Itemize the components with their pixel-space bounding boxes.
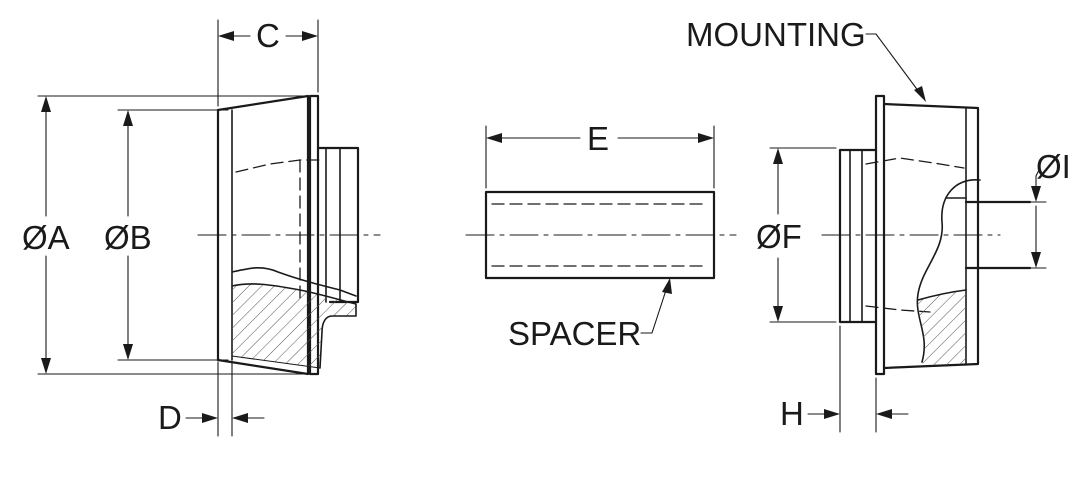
label-dim-e: E: [587, 120, 609, 157]
dimension-d: [185, 361, 265, 437]
label-dim-c: C: [256, 17, 280, 54]
dimension-h: [807, 325, 909, 433]
label-dim-b: ØB: [104, 219, 152, 256]
spacer-leader: [640, 278, 672, 334]
mounting-leader: [865, 33, 926, 102]
dimension-a: [41, 96, 51, 374]
spacer-part: [465, 190, 737, 280]
label-mounting: MOUNTING: [686, 16, 866, 53]
dimension-i: [1029, 167, 1047, 269]
right-part: [821, 94, 1032, 376]
label-dim-i: ØI: [1036, 148, 1071, 185]
left-part: [37, 94, 381, 376]
dimension-f: [769, 147, 837, 323]
label-dim-d: D: [158, 399, 182, 436]
label-dim-a: ØA: [22, 219, 70, 256]
label-dim-f: ØF: [756, 218, 802, 255]
dimension-c: [217, 19, 319, 107]
dimension-b: [123, 110, 133, 360]
label-spacer: SPACER: [508, 315, 641, 352]
label-dim-h: H: [780, 395, 804, 432]
dimension-e: [485, 125, 715, 189]
